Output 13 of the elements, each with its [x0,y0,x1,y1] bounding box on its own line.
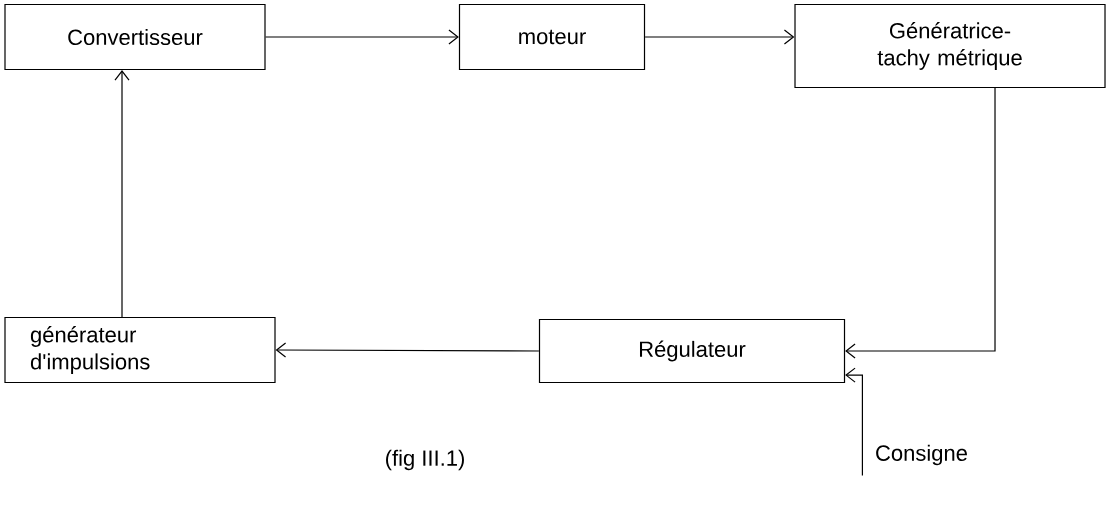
arrow [114,70,130,318]
arrow [265,29,459,45]
arrow [845,87,996,359]
figure-caption: (fig III.1) [386,449,464,471]
process-box: Convertisseur [4,3,266,71]
arrow [845,367,863,477]
arrow [644,29,795,45]
input-label: Consigne [876,444,967,466]
process-box: moteur [458,3,646,71]
process-box: générateur d'impulsions [4,316,276,384]
process-box: Régulateur [538,318,846,384]
process-box: Génératrice-tachy métrique [794,3,1106,89]
arrow [275,342,540,358]
